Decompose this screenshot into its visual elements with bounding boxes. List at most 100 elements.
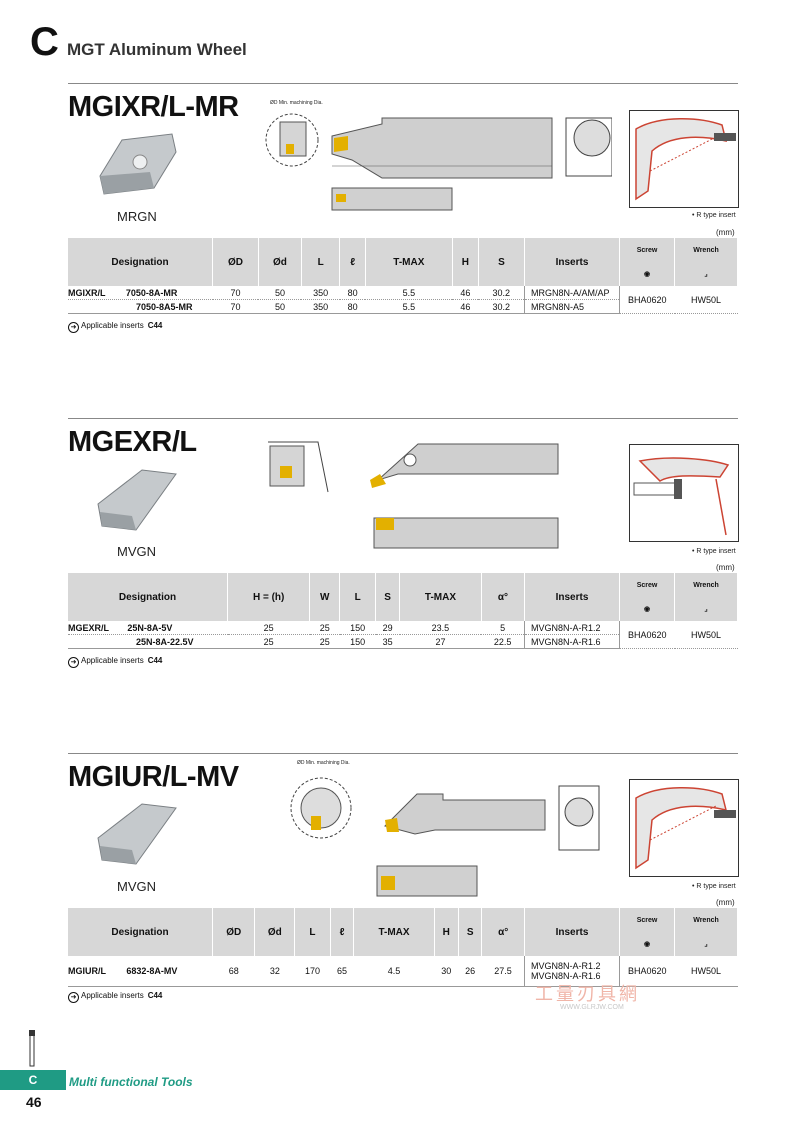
insert-cell: MVGN8N-A-R1.2 <box>524 621 620 635</box>
application-image <box>629 110 739 208</box>
insert-cell: MRGN8N-A5 <box>524 299 620 314</box>
cell: 25 <box>309 621 340 635</box>
family-name: MGIXR/L <box>68 287 106 298</box>
insert-name: MVGN <box>117 879 156 894</box>
tool-drawing <box>268 441 559 549</box>
insert-cell: MVGN8N-A-R1.6 <box>524 634 620 649</box>
cell: 5 <box>481 621 525 635</box>
insert-image <box>99 133 177 195</box>
table-row: MGIXR/L 7050-8A-MR <box>68 286 213 300</box>
col-header: H <box>452 238 479 286</box>
insert-name: MRGN <box>117 209 157 224</box>
application-image <box>629 444 739 542</box>
col-header-screw: Screw <box>619 573 675 597</box>
cell: 46 <box>452 286 479 300</box>
cell: 70 <box>212 286 259 300</box>
unit-label: (mm) <box>716 228 735 237</box>
cell: 23.5 <box>399 621 482 635</box>
chapter-letter: C <box>30 20 59 64</box>
designation-code: 7050-8A5-MR <box>68 299 213 314</box>
col-header-screw: Screw <box>619 238 675 262</box>
chapter-title: MGT Aluminum Wheel <box>67 40 247 59</box>
col-header: ØD <box>212 238 259 286</box>
col-header-wrench: Wrench <box>674 573 738 597</box>
applicable-label: Applicable inserts <box>81 656 144 665</box>
table-row: MGIUR/L 6832-8A-MV <box>68 956 213 987</box>
col-header: α° <box>481 908 525 956</box>
cell: 350 <box>301 299 340 314</box>
col-header: Designation <box>68 238 213 286</box>
spec-table: Designation H = (h) W L S T-MAX α° Inser… <box>68 573 738 649</box>
insert-image <box>97 803 177 865</box>
cell: 150 <box>339 634 376 649</box>
col-header: Ød <box>254 908 296 956</box>
col-header: L <box>339 573 377 621</box>
chapter-tab[interactable]: C <box>0 1070 66 1090</box>
cell: 5.5 <box>365 286 453 300</box>
insert-line: MVGN8N-A-R1.2 <box>531 961 601 971</box>
cell: 25 <box>227 621 310 635</box>
section-title: MGEXR/L <box>68 426 197 458</box>
col-header: Designation <box>68 908 213 956</box>
section-divider <box>68 83 738 84</box>
cell: 5.5 <box>365 299 453 314</box>
applicable-ref: C44 <box>147 321 163 330</box>
section-divider <box>68 418 738 419</box>
wrench-icon: ⌟ <box>674 262 738 286</box>
applicable-ref: C44 <box>147 991 163 1000</box>
family-name: MGIUR/L <box>68 966 106 976</box>
cell: 80 <box>339 286 366 300</box>
spec-table: Designation ØD Ød L ℓ T-MAX H S Inserts … <box>68 238 738 314</box>
family-name: MGEXR/L <box>68 622 109 633</box>
col-header: L <box>301 238 341 286</box>
col-header: Inserts <box>524 238 620 286</box>
footer-section-name: Multi functional Tools <box>69 1075 193 1089</box>
unit-label: (mm) <box>716 563 735 572</box>
cell: 50 <box>258 299 302 314</box>
watermark: 工量刃具網 <box>535 984 640 1004</box>
col-header: Ød <box>258 238 302 286</box>
col-header: S <box>478 238 526 286</box>
applicable-ref: C44 <box>147 656 163 665</box>
col-header: T-MAX <box>353 908 435 956</box>
page-number: 46 <box>26 1094 42 1110</box>
col-header: L <box>294 908 331 956</box>
wrench-cell: HW50L <box>674 956 738 987</box>
designation-code: 25N-8A-22.5V <box>68 634 228 649</box>
min-dia-label: ØD Min. machining Dia. <box>297 760 350 766</box>
watermark-url: WWW.GLRJW.COM <box>560 1004 624 1011</box>
cell: 25 <box>227 634 310 649</box>
tool-drawing: ØD Min. machining Dia. <box>290 760 600 897</box>
tool-drawing: ØD Min. machining Dia. <box>265 100 612 211</box>
cell: 70 <box>212 299 259 314</box>
col-header: Inserts <box>524 908 620 956</box>
col-header: T-MAX <box>399 573 482 621</box>
cell: 32 <box>254 956 295 987</box>
col-header: Designation <box>68 573 228 621</box>
cell: 29 <box>375 621 400 635</box>
cell: 22.5 <box>481 634 525 649</box>
cell: 68 <box>212 956 255 987</box>
table-row: MGEXR/L 25N-8A-5V <box>68 621 228 635</box>
wrench-icon: ⌟ <box>674 932 738 956</box>
unit-label: (mm) <box>716 898 735 907</box>
cell: 26 <box>458 956 482 987</box>
cell: 170 <box>294 956 331 987</box>
col-header: H = (h) <box>227 573 311 621</box>
wrench-icon: ⌟ <box>674 597 738 621</box>
col-header: W <box>309 573 341 621</box>
col-header-screw: Screw <box>619 908 675 932</box>
designation-code: 6832-8A-MV <box>126 966 178 976</box>
col-header: ℓ <box>339 238 366 286</box>
r-type-note: • R type insert <box>692 883 736 890</box>
arrow-icon: ➜ <box>68 657 79 668</box>
section-title: MGIUR/L-MV <box>68 761 239 793</box>
col-header: Inserts <box>524 573 620 621</box>
cell: 350 <box>301 286 340 300</box>
cell: 35 <box>375 634 400 649</box>
insert-cell: MRGN8N-A/AM/AP <box>524 286 620 300</box>
arrow-icon: ➜ <box>68 322 79 333</box>
